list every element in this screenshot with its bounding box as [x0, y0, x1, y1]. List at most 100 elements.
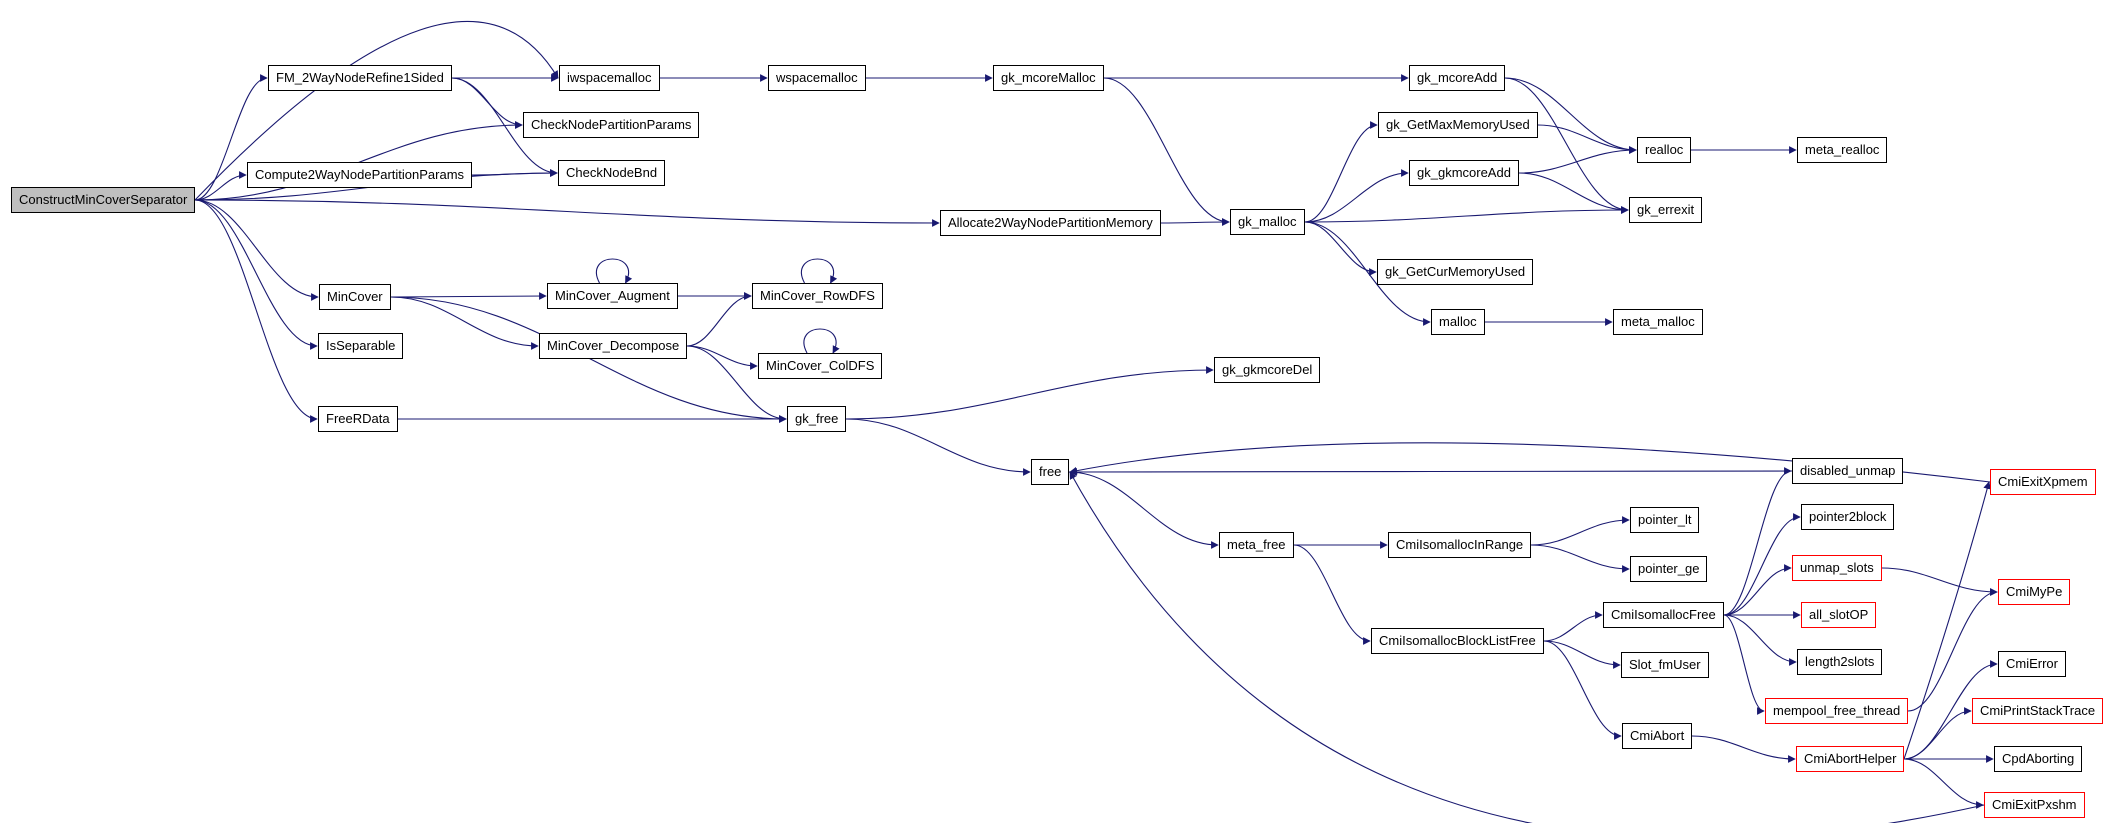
edge-meta_free-cmiisoblocklistfree [1293, 544, 1371, 645]
node-cmiabort[interactable]: CmiAbort [1622, 723, 1693, 750]
node-pointer_lt[interactable]: pointer_lt [1630, 507, 1700, 534]
edge-gk_gkmcoreadd-realloc [1518, 146, 1637, 174]
edge-mincover-mc_decompose [390, 296, 539, 350]
node-mempool_free_thread[interactable]: mempool_free_thread [1765, 698, 1909, 725]
edge-cms-isseparable [194, 199, 318, 350]
edge-cmiisofree-disabled_unmap [1723, 467, 1792, 616]
edge-cms-compute2way [194, 171, 247, 201]
edge-compute2way-checknodebnd [471, 169, 558, 177]
node-cmiisoinrange[interactable]: CmiIsomallocInRange [1388, 532, 1532, 559]
edge-gk_getmax-realloc [1537, 124, 1637, 154]
edge-cms-fm2way [194, 74, 268, 201]
edge-cms-mincover [194, 199, 319, 301]
node-gk_errexit[interactable]: gk_errexit [1629, 197, 1703, 224]
node-gk_getcur[interactable]: gk_GetCurMemoryUsed [1377, 259, 1534, 286]
node-pointer_ge[interactable]: pointer_ge [1630, 556, 1708, 583]
node-gk_malloc[interactable]: gk_malloc [1230, 209, 1305, 236]
node-isseparable[interactable]: IsSeparable [318, 333, 404, 360]
node-malloc[interactable]: malloc [1431, 309, 1485, 336]
edge-fm2way-checknodebnd [451, 77, 558, 177]
node-pointer2block[interactable]: pointer2block [1801, 504, 1895, 531]
node-cmierror[interactable]: CmiError [1998, 651, 2066, 678]
edge-alloc2way-gk_malloc [1160, 218, 1230, 226]
node-mc_rowdfs[interactable]: MinCover_RowDFS [752, 283, 883, 310]
edge-cmiisofree-unmap_slots [1723, 564, 1792, 616]
node-mincover[interactable]: MinCover [319, 284, 391, 311]
edge-mc_rowdfs-mc_rowdfs [801, 258, 838, 284]
edge-mc_coldfs-mc_coldfs [803, 328, 840, 354]
node-cmiisofree[interactable]: CmiIsomallocFree [1603, 602, 1724, 629]
node-meta_realloc[interactable]: meta_realloc [1797, 137, 1888, 164]
node-slot_fmuser[interactable]: Slot_fmUser [1621, 652, 1709, 679]
node-cmiprintstacktrace[interactable]: CmiPrintStackTrace [1972, 698, 2104, 725]
node-alloc2way[interactable]: Allocate2WayNodePartitionMemory [940, 210, 1161, 237]
node-gk_mcoreadd[interactable]: gk_mcoreAdd [1409, 65, 1506, 92]
edge-gk_malloc-malloc [1304, 221, 1431, 326]
node-realloc[interactable]: realloc [1637, 137, 1692, 164]
edge-gk_free-free [845, 418, 1031, 476]
edge-gk_malloc-gk_getmax [1304, 121, 1378, 223]
node-cmiisoblocklistfree[interactable]: CmiIsomallocBlockListFree [1371, 628, 1544, 655]
edge-cms-freerdata [194, 199, 318, 423]
node-checknodebnd[interactable]: CheckNodeBnd [558, 160, 666, 187]
edge-gk_gkmcoreadd-gk_errexit [1518, 172, 1629, 214]
node-all_slotop[interactable]: all_slotOP [1801, 602, 1877, 629]
node-checknpp[interactable]: CheckNodePartitionParams [523, 112, 700, 139]
edge-mempool_free_thread-cmimype [1907, 588, 1998, 712]
edge-gk_mcoreadd-realloc [1504, 77, 1637, 154]
edge-cmiisofree-mempool_free_thread [1723, 614, 1765, 715]
edge-cmiexitpxshm-free [1069, 471, 1985, 823]
edge-gk_free-gk_gkmcoredel [845, 366, 1214, 420]
node-meta_free[interactable]: meta_free [1219, 532, 1294, 559]
node-cmiexitpxshm[interactable]: CmiExitPxshm [1984, 792, 2085, 819]
node-unmap_slots[interactable]: unmap_slots [1792, 555, 1882, 582]
edge-cmiisoblocklistfree-cmiisofree [1543, 611, 1603, 642]
node-gk_gkmcoreadd[interactable]: gk_gkmcoreAdd [1409, 160, 1519, 187]
node-iwspacemalloc[interactable]: iwspacemalloc [559, 65, 660, 92]
edge-cmiisoblocklistfree-cmiabort [1543, 640, 1622, 740]
node-cpdaborting[interactable]: CpdAborting [1994, 746, 2083, 773]
node-cmimype[interactable]: CmiMyPe [1998, 579, 2071, 606]
edge-gk_malloc-gk_getcur [1304, 221, 1377, 276]
node-free[interactable]: free [1031, 459, 1070, 486]
node-length2slots[interactable]: length2slots [1797, 649, 1883, 676]
node-gk_getmax[interactable]: gk_GetMaxMemoryUsed [1378, 112, 1538, 139]
edge-cmiaborthelper-cmiexitxpmem [1903, 481, 1991, 760]
edge-mc_augment-mc_augment [596, 258, 633, 284]
edge-free-meta_free [1068, 471, 1219, 549]
edge-cmiisofree-length2slots [1723, 614, 1797, 666]
node-freerdata[interactable]: FreeRData [318, 406, 398, 433]
node-gk_gkmcoredel[interactable]: gk_gkmcoreDel [1214, 357, 1321, 384]
node-gk_free[interactable]: gk_free [787, 406, 847, 433]
node-mc_decompose[interactable]: MinCover_Decompose [539, 333, 688, 360]
edge-cmiisoinrange-pointer_lt [1530, 516, 1630, 546]
edge-gk_malloc-gk_gkmcoreadd [1304, 169, 1409, 223]
node-mc_coldfs[interactable]: MinCover_ColDFS [758, 353, 883, 380]
edge-gk_malloc-gk_errexit [1304, 206, 1629, 223]
edge-mc_decompose-gk_free [686, 345, 787, 423]
edge-cmiisoblocklistfree-slot_fmuser [1543, 640, 1621, 669]
node-cmiaborthelper[interactable]: CmiAbortHelper [1796, 746, 1905, 773]
edge-cmiaborthelper-cmiprintstacktrace [1903, 707, 1972, 760]
node-meta_malloc[interactable]: meta_malloc [1613, 309, 1703, 336]
edge-unmap_slots-cmimype [1881, 567, 1998, 596]
edge-cmiisoinrange-pointer_ge [1530, 544, 1630, 573]
node-fm2way[interactable]: FM_2WayNodeRefine1Sided [268, 65, 452, 92]
edge-mc_decompose-mc_rowdfs [686, 292, 752, 347]
edge-gk_mcoreadd-gk_errexit [1504, 77, 1629, 214]
edge-cmiaborthelper-cmiexitpxshm [1903, 758, 1984, 809]
node-mc_augment[interactable]: MinCover_Augment [547, 283, 678, 310]
edge-cmiisofree-pointer2block [1723, 513, 1801, 616]
node-wspacemalloc[interactable]: wspacemalloc [768, 65, 866, 92]
edge-cms-iwspacemalloc [194, 20, 559, 201]
edge-gk_mcoremalloc-gk_malloc [1103, 77, 1230, 226]
node-cms: ConstructMinCoverSeparator [11, 187, 196, 214]
edge-cms-alloc2way [194, 199, 940, 227]
node-cmiexitxpmem[interactable]: CmiExitXpmem [1990, 469, 2096, 496]
node-disabled_unmap[interactable]: disabled_unmap [1792, 458, 1904, 485]
node-gk_mcoremalloc[interactable]: gk_mcoreMalloc [993, 65, 1104, 92]
node-compute2way[interactable]: Compute2WayNodePartitionParams [247, 162, 473, 189]
